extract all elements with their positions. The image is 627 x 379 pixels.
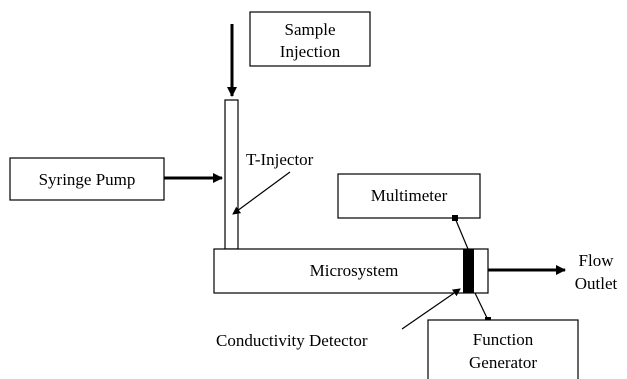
t-injector-tube xyxy=(224,99,239,250)
microsystem-box: Microsystem xyxy=(213,248,489,294)
sample-injection-label-line2: Injection xyxy=(280,42,341,61)
conductivity-detector-bar xyxy=(463,249,474,293)
microsystem-label: Microsystem xyxy=(310,261,399,280)
function-generator-label-line2: Generator xyxy=(469,353,537,372)
flow-outlet-label-line2: Outlet xyxy=(575,274,618,293)
flow-outlet-label-line1: Flow xyxy=(579,251,615,270)
multimeter-connector-dot xyxy=(452,215,458,221)
conductivity-detector-label: Conductivity Detector xyxy=(216,331,368,350)
multimeter-label: Multimeter xyxy=(371,186,448,205)
sample-injection-label-line1: Sample xyxy=(285,20,336,39)
multimeter-connector xyxy=(454,217,469,250)
function-generator-connector xyxy=(474,292,489,321)
syringe-pump-box: Syringe Pump xyxy=(9,157,165,201)
t-injector-label: T-Injector xyxy=(246,150,314,169)
multimeter-box: Multimeter xyxy=(337,173,481,219)
conductivity-detector-pointer xyxy=(401,288,461,330)
t-injector-pointer xyxy=(232,171,291,215)
function-generator-label-line1: Function xyxy=(473,330,534,349)
sample-injection-box: Sample Injection xyxy=(249,11,371,67)
function-generator-box: Function Generator xyxy=(427,319,579,379)
syringe-pump-label: Syringe Pump xyxy=(39,170,136,189)
